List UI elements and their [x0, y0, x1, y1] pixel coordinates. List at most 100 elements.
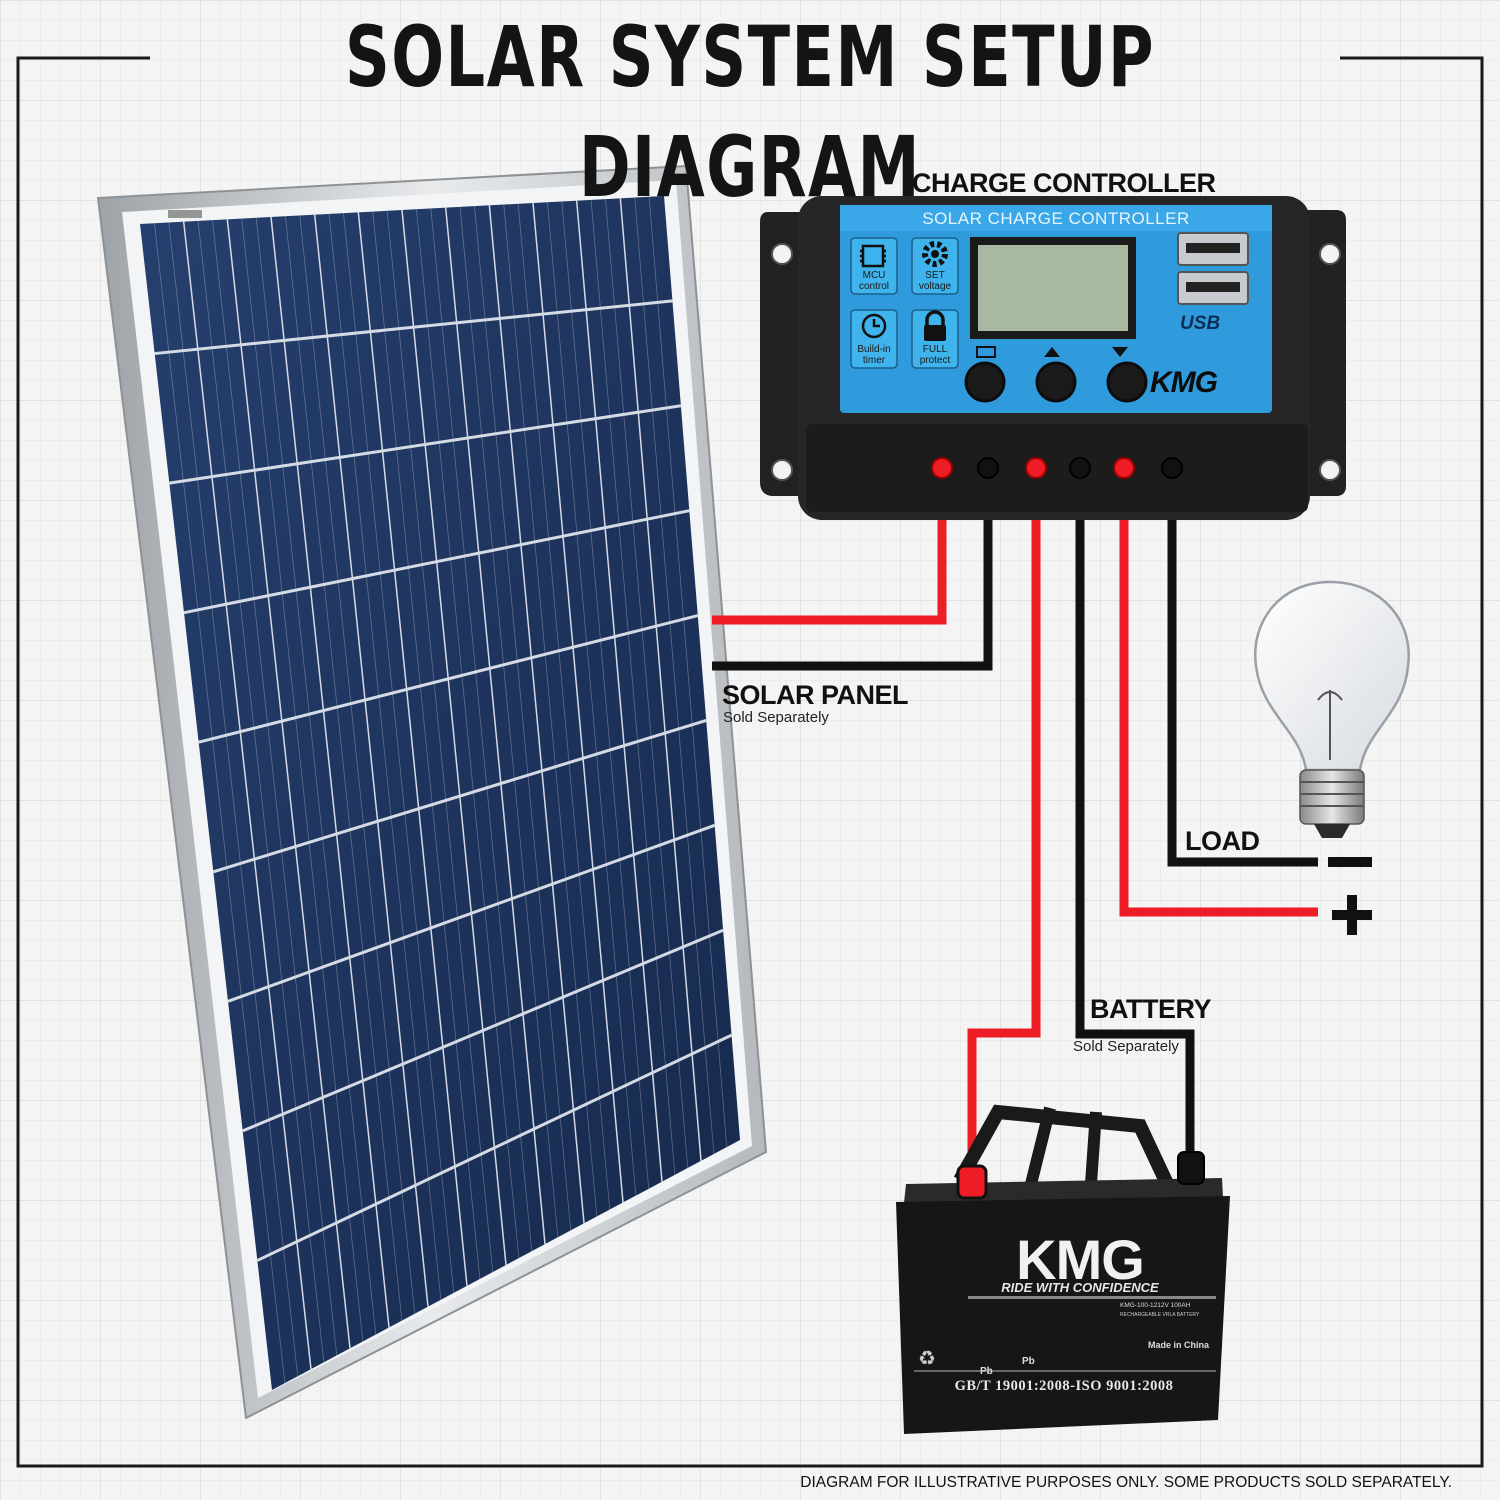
panel-cell-row-line: [198, 614, 699, 744]
label-load: LOAD: [1185, 826, 1260, 856]
panel-busbar-line: [590, 199, 676, 1175]
label-solar-panel-sub: Sold Separately: [723, 709, 829, 726]
clock-icon: [861, 313, 887, 339]
panel-cell-row-line: [169, 404, 682, 485]
label-battery-sub: Sold Separately: [1073, 1038, 1179, 1055]
controller-button-menu: [964, 361, 1006, 403]
panel-cell-row-line: [183, 509, 690, 615]
footer-disclaimer: DIAGRAM FOR ILLUSTRATIVE PURPOSES ONLY. …: [800, 1474, 1452, 1491]
panel-cell-row-line: [242, 928, 724, 1133]
panel-busbar-line: [386, 210, 494, 1273]
solar-positive-wire: [712, 472, 947, 625]
panel-busbar-line: [154, 223, 286, 1384]
panel-busbar-line: [328, 213, 442, 1300]
controller-terminals: [931, 457, 1183, 479]
feature-2-line1: SET: [925, 270, 945, 281]
bulb-base: [1299, 769, 1365, 825]
panel-cell-column-line: [488, 205, 585, 1224]
panel-busbar-line: [255, 217, 377, 1335]
panel-cell-column-line: [270, 216, 390, 1328]
controller-mount-left: [760, 212, 806, 496]
panel-busbar-line: [517, 203, 611, 1210]
feature-1-line1: MCU: [862, 270, 886, 281]
panel-cell-column-line: [401, 209, 507, 1266]
panel-cell-row-line: [256, 1033, 733, 1262]
battery-tagline: RIDE WITH CONFIDENCE: [1001, 1280, 1159, 1295]
label-battery: BATTERY: [1090, 994, 1212, 1024]
panel-busbar-line: [416, 209, 520, 1259]
battery-model: KMG-100-1212V 100AH: [1120, 1302, 1191, 1309]
battery-type: RECHARGEABLE VRLA BATTERY: [1120, 1312, 1200, 1318]
panel-busbar-line: [634, 197, 715, 1154]
panel-busbar-line: [197, 220, 325, 1363]
battery-origin: Made in China: [1148, 1340, 1210, 1350]
controller-button-down: [1106, 361, 1148, 403]
controller-usb-label: USB: [1180, 313, 1221, 334]
charge-controller: [760, 196, 1346, 520]
panel-busbar-line: [474, 206, 572, 1231]
frame-border: [16, 56, 1484, 1468]
feature-3-line2: timer: [862, 355, 886, 366]
panel-cell-area: [140, 196, 740, 1390]
panel-busbar-line: [605, 199, 689, 1168]
battery-standards: GB/T 19001:2008-ISO 9001:2008: [954, 1378, 1174, 1394]
load-negative-wire: [1167, 472, 1318, 867]
panel-cell-row-line: [227, 823, 716, 1003]
controller-brand: KMG: [1150, 366, 1218, 399]
panel-cell-row-line: [154, 299, 673, 356]
feature-4-line1: FULL: [922, 344, 948, 355]
battery-brand: KMG: [1016, 1228, 1145, 1291]
feature-1-line2: control: [858, 281, 889, 292]
load-plus-symbol: [1332, 895, 1372, 935]
panel-cell-grid: [154, 196, 733, 1384]
chip-icon: [860, 244, 886, 268]
battery-pb-label-2: Pb: [1022, 1356, 1035, 1367]
battery: [896, 1104, 1230, 1434]
panel-busbar-line: [561, 201, 650, 1189]
panel-cell-column-line: [575, 200, 663, 1182]
feature-2-line2: voltage: [918, 281, 952, 292]
battery-negative-post: [1177, 1151, 1205, 1185]
panel-busbar-line: [459, 206, 559, 1238]
lock-icon: [924, 310, 946, 341]
panel-busbar-line: [212, 220, 338, 1356]
battery-positive-post: [956, 1164, 988, 1200]
solar-panel: [96, 164, 768, 1420]
bulb-glass: [1253, 580, 1410, 772]
load-positive-wire: [1119, 472, 1318, 917]
panel-busbar-line: [547, 202, 637, 1196]
gear-icon: [922, 241, 948, 267]
battery-pb-label-1: Pb: [980, 1366, 993, 1377]
battery-body: [896, 1196, 1230, 1434]
wiring: [712, 472, 1318, 1190]
panel-cell-column-line: [619, 198, 702, 1161]
panel-busbar-line: [241, 218, 364, 1342]
label-charge-controller: CHARGE CONTROLLER: [912, 168, 1216, 198]
panel-busbar-line: [503, 204, 598, 1217]
battery-handle: [953, 1104, 1177, 1193]
battery-negative-wire: [1075, 472, 1195, 1170]
light-bulb: [1253, 580, 1410, 838]
panel-busbar-line: [372, 211, 481, 1279]
load-minus-symbol: [1328, 857, 1372, 867]
panel-cell-row-line: [212, 719, 707, 874]
panel-busbar-line: [285, 216, 403, 1321]
battery-recycle-icon: ♻: [918, 1348, 936, 1370]
controller-button-up: [1035, 361, 1077, 403]
controller-mount-right: [1300, 210, 1346, 496]
panel-barcode: [168, 210, 202, 218]
controller-terminal-block: [806, 424, 1308, 512]
controller-header: SOLAR CHARGE CONTROLLER: [922, 209, 1190, 228]
solar-negative-wire: [712, 472, 993, 671]
panel-busbar-line: [430, 208, 533, 1252]
label-solar-panel: SOLAR PANEL: [722, 680, 909, 710]
panel-cell-column-line: [532, 202, 624, 1203]
panel-cell-column-line: [313, 214, 429, 1307]
panel-busbar-line: [648, 196, 728, 1148]
